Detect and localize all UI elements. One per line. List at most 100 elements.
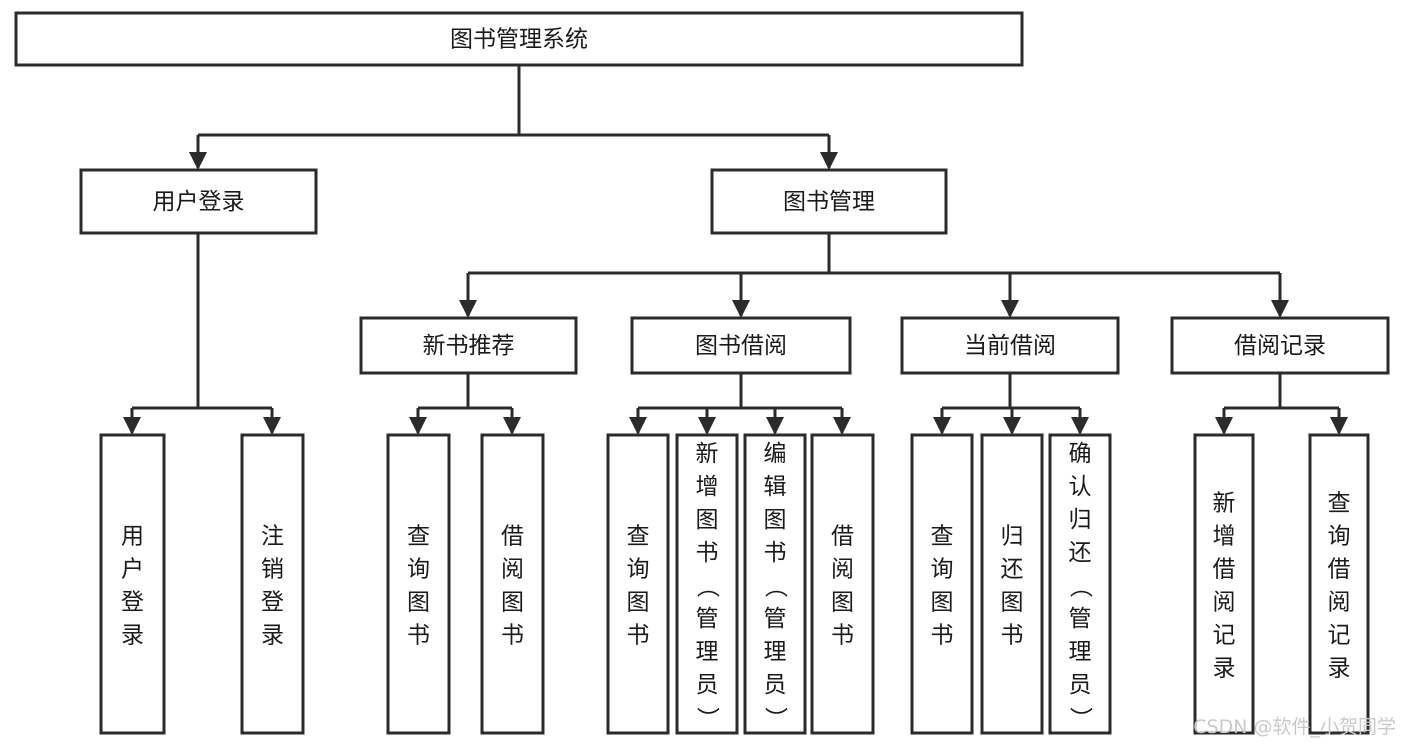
node-box-leaf-borrow-book-recommend[interactable]: [480, 433, 545, 735]
node-label-char: 员: [696, 672, 719, 698]
node-book-management[interactable]: 图书管理: [710, 168, 948, 235]
node-box-leaf-confirm-return-admin[interactable]: [1048, 433, 1112, 735]
node-new-book-recommend[interactable]: 新书推荐: [359, 316, 578, 375]
node-label-char: 管: [696, 606, 719, 632]
node-label-char: 书: [696, 540, 719, 566]
node-box-leaf-borrow-book[interactable]: [810, 433, 875, 735]
node-label-char: 户: [121, 557, 144, 583]
node-label-char: 图: [696, 507, 719, 533]
arrow-head-book-borrow: [732, 300, 750, 318]
node-box-leaf-query-borrow-record[interactable]: [1308, 433, 1370, 735]
node-label-char: 书: [1001, 623, 1024, 649]
node-label-char: 查: [407, 524, 430, 550]
csdn-watermark: CSDN @软件_小贺同学: [1193, 716, 1396, 738]
node-box-book-management[interactable]: [710, 168, 948, 235]
node-label-root: 图书管理系统: [450, 27, 588, 53]
arrow-head-leaf-1-0: [409, 417, 427, 435]
node-label-char: 管: [1069, 606, 1092, 632]
node-label-char: 编: [764, 441, 787, 467]
node-box-leaf-edit-book-admin[interactable]: [743, 433, 807, 735]
node-label-char: ）: [762, 707, 788, 730]
node-box-leaf-logout[interactable]: [240, 433, 305, 735]
node-label-char: 图: [627, 590, 650, 616]
node-label-char: 理: [764, 639, 787, 665]
node-label-book-borrow: 图书借阅: [695, 333, 787, 359]
arrow-head-leaf-3-2: [1071, 417, 1089, 435]
node-label-char: 新: [1213, 491, 1236, 517]
node-leaf-user-login[interactable]: 用户登录: [99, 433, 166, 735]
node-label-char: 用: [121, 524, 144, 550]
arrow-head-current-borrow: [1001, 300, 1019, 318]
node-box-layer: 图书管理系统用户登录图书管理新书推荐图书借阅当前借阅借阅记录用户登录注销登录查询…: [14, 11, 1390, 735]
node-label-char: 阅: [831, 557, 854, 583]
node-label-char: 员: [764, 672, 787, 698]
node-root[interactable]: 图书管理系统: [14, 11, 1024, 67]
arrow-head-leaf-3-0: [933, 417, 951, 435]
watermark-layer: CSDN @软件_小贺同学: [1193, 716, 1396, 738]
node-label-char: 询: [407, 557, 430, 583]
connector-layer: [123, 65, 1348, 435]
node-label-char: 录: [261, 623, 284, 649]
node-label-char: 还: [1069, 540, 1092, 566]
node-label-char: 理: [1069, 639, 1092, 665]
node-box-borrow-record[interactable]: [1170, 316, 1390, 375]
node-box-new-book-recommend[interactable]: [359, 316, 578, 375]
node-box-leaf-return-book[interactable]: [980, 433, 1044, 735]
node-box-book-borrow[interactable]: [630, 316, 852, 375]
node-box-leaf-add-book-admin[interactable]: [675, 433, 739, 735]
node-label-char: 确: [1069, 441, 1092, 467]
node-label-current-borrow: 当前借阅: [964, 333, 1056, 359]
node-book-borrow[interactable]: 图书借阅: [630, 316, 852, 375]
node-label-char: 管: [764, 606, 787, 632]
node-box-current-borrow[interactable]: [900, 316, 1120, 375]
node-label-book-management: 图书管理: [783, 189, 875, 215]
node-current-borrow[interactable]: 当前借阅: [900, 316, 1120, 375]
node-label-char: 辑: [764, 474, 787, 500]
node-user-login[interactable]: 用户登录: [79, 168, 318, 235]
arrow-head-user-login: [189, 152, 207, 170]
node-borrow-record[interactable]: 借阅记录: [1170, 316, 1390, 375]
node-box-leaf-query-book-current[interactable]: [910, 433, 974, 735]
arrow-head-new-book-recommend: [459, 300, 477, 318]
node-label-char: 书: [831, 623, 854, 649]
node-label-char: 销: [261, 557, 284, 583]
node-box-leaf-user-login[interactable]: [99, 433, 166, 735]
arrow-head-leaf-0-1: [263, 417, 281, 435]
node-label-char: ）: [1067, 707, 1093, 730]
node-box-root[interactable]: [14, 11, 1024, 67]
node-label-char: 录: [1213, 656, 1236, 682]
arrow-head-leaf-3-1: [1003, 417, 1021, 435]
node-label-char: 增: [1213, 524, 1236, 550]
node-label-char: 新: [696, 441, 719, 467]
node-box-leaf-query-book-borrow[interactable]: [606, 433, 670, 735]
node-box-leaf-add-borrow-record[interactable]: [1193, 433, 1255, 735]
node-label-char: 图: [831, 590, 854, 616]
node-label-char: 询: [1328, 524, 1351, 550]
node-label-char: 记: [1213, 623, 1236, 649]
node-label-char: 阅: [501, 557, 524, 583]
node-label-char: 图: [407, 590, 430, 616]
node-box-leaf-query-book-recommend[interactable]: [386, 433, 451, 735]
node-box-user-login[interactable]: [79, 168, 318, 235]
node-label-char: 查: [1328, 491, 1351, 517]
arrow-head-leaf-4-1: [1330, 417, 1348, 435]
node-label-char: （: [762, 575, 788, 598]
arrow-head-borrow-record: [1271, 300, 1289, 318]
node-label-char: 图: [931, 590, 954, 616]
node-label-char: 登: [121, 590, 144, 616]
node-label-char: 登: [261, 590, 284, 616]
node-label-char: 书: [501, 623, 524, 649]
